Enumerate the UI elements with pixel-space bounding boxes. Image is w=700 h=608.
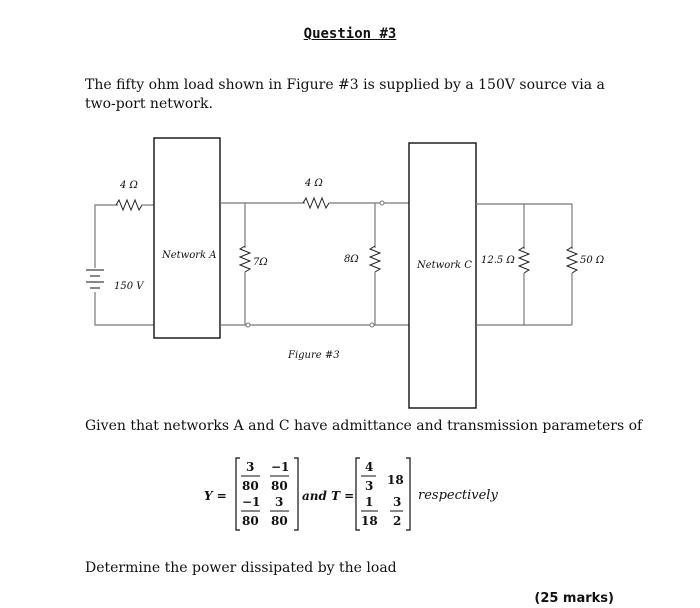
- t-c-den: 18: [361, 514, 378, 528]
- y-bracket-right: [294, 457, 299, 531]
- y22-num: 3: [275, 495, 283, 509]
- respectively-label: respectively: [418, 488, 498, 503]
- question-given: Given that networks A and C have admitta…: [85, 418, 643, 434]
- t-b: 18: [387, 473, 404, 487]
- resistor-series-mid: [302, 196, 330, 210]
- y11-den: 80: [242, 479, 259, 493]
- y-bracket-left: [235, 457, 240, 531]
- t-bracket-left: [355, 457, 360, 531]
- node-bottom-right: [369, 322, 375, 328]
- wire-source-bottom: [94, 292, 154, 326]
- y11-num: 3: [246, 460, 254, 474]
- network-c-box: [408, 142, 477, 409]
- marks-label: (25 marks): [534, 591, 614, 606]
- label-shunt-a: 7Ω: [253, 257, 268, 268]
- t-c-num: 1: [365, 495, 373, 509]
- t-d-den: 2: [393, 514, 401, 528]
- t-bracket-right: [406, 457, 411, 531]
- question-title: Question #3: [303, 26, 397, 42]
- t-d-num: 3: [393, 495, 401, 509]
- t-a-den: 3: [365, 479, 373, 493]
- question-intro: The fifty ohm load shown in Figure #3 is…: [85, 77, 605, 112]
- question-determine: Determine the power dissipated by the lo…: [85, 560, 397, 576]
- label-shunt-mid: 8Ω: [344, 254, 359, 265]
- label-source-voltage: 150 V: [114, 281, 145, 292]
- label-load: 50 Ω: [580, 255, 604, 266]
- label-source-resistor: 4 Ω: [119, 180, 138, 191]
- node-bottom-left: [245, 322, 251, 328]
- and-t-label: and T =: [302, 489, 354, 503]
- y12-den: 80: [271, 479, 288, 493]
- y21-den: 80: [242, 514, 259, 528]
- label-series-mid: 4 Ω: [304, 178, 323, 189]
- resistor-shunt-mid: [368, 245, 382, 273]
- y21-num: −1: [242, 495, 260, 509]
- t-a-num: 4: [365, 460, 373, 474]
- wire-source-top: [94, 204, 118, 268]
- resistor-shunt-c: [517, 246, 531, 274]
- resistor-load: [565, 246, 579, 274]
- figure-caption: Figure #3: [287, 350, 340, 361]
- network-a-box: [153, 137, 221, 339]
- resistor-shunt-a: [238, 245, 252, 273]
- y-label: Y =: [204, 489, 227, 503]
- node-top-right: [379, 200, 385, 206]
- resistor-source: [115, 198, 143, 212]
- label-shunt-c: 12.5 Ω: [481, 255, 515, 266]
- y22-den: 80: [271, 514, 288, 528]
- label-network-c: Network C: [416, 260, 472, 271]
- y12-num: −1: [271, 460, 289, 474]
- label-network-a: Network A: [161, 250, 217, 261]
